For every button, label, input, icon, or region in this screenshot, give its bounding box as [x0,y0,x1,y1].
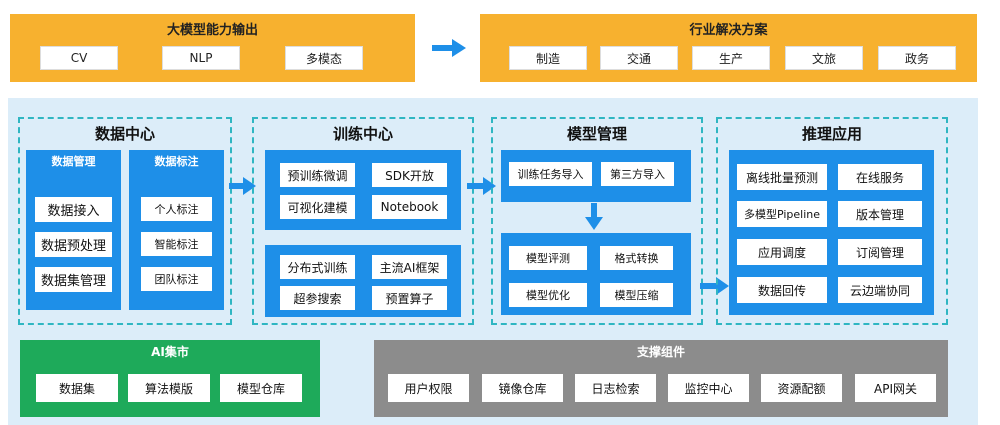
third-party-import[interactable]: 第三方导入 [601,162,674,186]
subscription-management[interactable]: 订阅管理 [838,239,922,265]
industry-manufacturing[interactable]: 制造 [509,46,587,70]
training-to-model-arrow-icon [467,177,496,195]
online-service[interactable]: 在线服务 [838,164,922,190]
market-algorithm-template[interactable]: 算法模版 [128,374,210,402]
support-monitoring-center[interactable]: 监控中心 [668,374,749,402]
app-scheduling[interactable]: 应用调度 [737,239,827,265]
notebook[interactable]: Notebook [372,195,447,219]
dataset-management[interactable]: 数据集管理 [35,267,112,292]
multi-model-pipeline[interactable]: 多模型Pipeline [737,201,827,227]
team-labeling[interactable]: 团队标注 [141,267,212,291]
personal-labeling[interactable]: 个人标注 [141,197,212,221]
data-labeling-title: 数据标注 [154,155,199,168]
data-center-section: 数据中心 [18,117,232,325]
data-to-training-arrow-icon [229,177,256,195]
industry-government[interactable]: 政务 [878,46,956,70]
distributed-training[interactable]: 分布式训练 [280,255,355,279]
model-to-inference-arrow-icon [700,277,729,295]
capability-output-title: 大模型能力输出 [166,23,258,38]
model-compression[interactable]: 模型压缩 [600,283,673,307]
capability-nlp[interactable]: NLP [162,46,240,70]
data-center-title: 数据中心 [94,125,155,143]
data-ingest[interactable]: 数据接入 [35,197,112,222]
preset-operators[interactable]: 预置算子 [372,286,447,310]
training-task-import[interactable]: 训练任务导入 [509,162,592,186]
top-arrow-icon [432,39,466,57]
support-components-panel: 支撑组件 [374,340,948,417]
version-management[interactable]: 版本管理 [838,201,922,227]
offline-batch-prediction[interactable]: 离线批量预测 [737,164,827,190]
training-center-title: 训练中心 [332,125,393,143]
data-feedback[interactable]: 数据回传 [737,277,827,303]
training-center-section: 训练中心 [252,117,474,325]
cloud-edge-collaboration[interactable]: 云边端协同 [838,277,922,303]
support-log-search[interactable]: 日志检索 [575,374,656,402]
model-management-title: 模型管理 [566,125,627,143]
industry-solutions-title: 行业解决方案 [689,23,768,38]
market-dataset[interactable]: 数据集 [36,374,118,402]
import-to-ops-arrow-icon [585,203,603,230]
data-management-title: 数据管理 [51,155,96,168]
industry-solutions-panel: 行业解决方案 制造 交通 生产 文旅 政务 [480,14,977,82]
ai-market-title: AI集市 [151,345,189,359]
industry-production[interactable]: 生产 [692,46,770,70]
sdk-open[interactable]: SDK开放 [372,163,447,187]
inference-section: 推理应用 [716,117,948,325]
industry-culture-tourism[interactable]: 文旅 [785,46,863,70]
capability-multimodal[interactable]: 多模态 [285,46,363,70]
visual-modeling[interactable]: 可视化建模 [280,195,355,219]
industry-transport[interactable]: 交通 [600,46,678,70]
support-image-repository[interactable]: 镜像仓库 [482,374,563,402]
inference-title: 推理应用 [801,125,862,143]
model-optimization[interactable]: 模型优化 [509,283,587,307]
pretrain-finetune[interactable]: 预训练微调 [280,163,355,187]
capability-cv[interactable]: CV [40,46,118,70]
mainstream-ai-framework[interactable]: 主流AI框架 [372,255,447,279]
support-user-permissions[interactable]: 用户权限 [388,374,469,402]
format-conversion[interactable]: 格式转换 [600,246,673,270]
support-resource-quota[interactable]: 资源配额 [761,374,842,402]
smart-labeling[interactable]: 智能标注 [141,232,212,256]
market-model-repository[interactable]: 模型仓库 [220,374,302,402]
support-api-gateway[interactable]: API网关 [855,374,936,402]
hyperparameter-search[interactable]: 超参搜索 [280,286,355,310]
data-preprocess[interactable]: 数据预处理 [35,232,112,257]
capability-output-panel: 大模型能力输出 CV NLP 多模态 [10,14,415,82]
model-evaluation[interactable]: 模型评测 [509,246,587,270]
support-components-title: 支撑组件 [636,345,685,359]
model-management-section: 模型管理 [491,117,703,325]
